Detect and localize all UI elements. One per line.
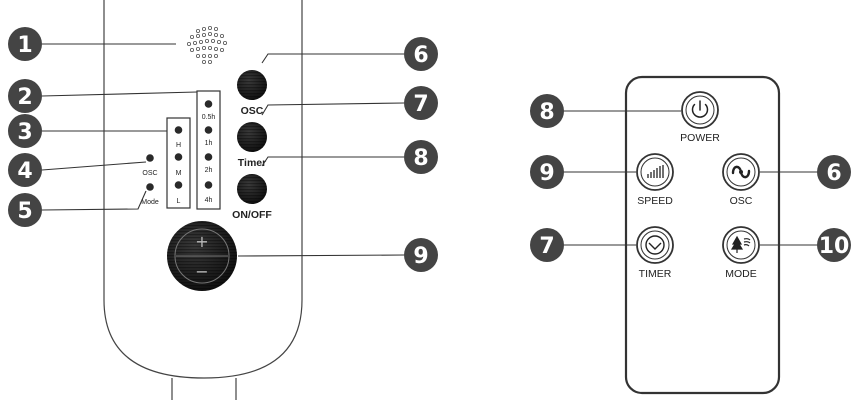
callout: 7: [404, 86, 438, 120]
panel-leader-lines: [41, 43, 405, 257]
remote-mode-button[interactable]: [722, 226, 760, 264]
callout: 7: [530, 228, 564, 262]
panel-stand: [171, 378, 237, 400]
dial-minus-label: −: [195, 262, 208, 281]
callout: 9: [530, 155, 564, 189]
callout: 6: [817, 155, 851, 189]
timer-led: [204, 126, 213, 134]
callout: 6: [404, 37, 438, 71]
callout: 4: [8, 153, 42, 187]
mode-tree-wind-icon: [730, 235, 751, 253]
mode-led-label: Mode: [141, 199, 159, 206]
speed-led-label: H: [176, 142, 181, 149]
svg-text:7: 7: [413, 92, 428, 117]
power-icon: [691, 100, 709, 118]
panel-timer-button-label: Timer: [238, 157, 266, 169]
osc-led-label: OSC: [142, 170, 157, 177]
panel-timer-button[interactable]: [237, 122, 267, 152]
speed-led-label: L: [177, 198, 181, 205]
remote-mode-label: MODE: [725, 268, 757, 280]
timer-led-label: 1h: [205, 140, 213, 147]
speed-bars-icon: [647, 165, 664, 178]
dial-plus-label: +: [195, 232, 208, 251]
mode-led: [146, 183, 154, 191]
remote-osc-button[interactable]: [722, 153, 760, 191]
callout: 8: [404, 140, 438, 174]
ir-receiver-icon: [186, 25, 227, 65]
svg-text:10: 10: [819, 234, 850, 259]
remote-speed-button[interactable]: [636, 153, 674, 191]
remote-osc-label: OSC: [730, 195, 753, 207]
remote-body: [624, 75, 781, 395]
svg-text:1: 1: [17, 33, 32, 58]
svg-text:8: 8: [413, 146, 428, 171]
svg-text:8: 8: [539, 100, 554, 125]
timer-led: [204, 181, 213, 189]
svg-text:9: 9: [413, 244, 428, 269]
remote-power-button[interactable]: [681, 91, 719, 129]
timer-led-group: 0.5h 1h 2h 4h: [196, 90, 221, 210]
speed-led-frame: [166, 117, 191, 209]
speed-led-group: H M L: [166, 117, 191, 209]
control-panel: 0.5h 1h 2h 4h H M L OSC Mode OSC: [103, 0, 303, 400]
speed-led: [174, 153, 183, 161]
panel-onoff-button-label: ON/OFF: [232, 209, 272, 221]
panel-osc-button-label: OSC: [241, 105, 264, 117]
remote-power-label: POWER: [680, 132, 720, 144]
panel-outline: [103, 0, 303, 379]
svg-text:5: 5: [17, 199, 32, 224]
timer-led: [204, 100, 213, 108]
callout: 3: [8, 114, 42, 148]
svg-text:6: 6: [826, 161, 841, 186]
timer-led-frame: [196, 90, 221, 210]
svg-text:9: 9: [539, 161, 554, 186]
timer-led-label: 4h: [205, 197, 213, 204]
callout: 2: [8, 79, 42, 113]
callout: 9: [404, 238, 438, 272]
svg-text:7: 7: [539, 234, 554, 259]
panel-onoff-button[interactable]: [237, 174, 267, 204]
callout: 1: [8, 27, 42, 61]
timer-led-label: 2h: [205, 167, 213, 174]
speed-led: [174, 181, 183, 189]
callout: 5: [8, 193, 42, 227]
speed-dial[interactable]: + −: [167, 221, 237, 291]
timer-icon: [645, 235, 665, 255]
callout: 8: [530, 94, 564, 128]
panel-osc-button[interactable]: [237, 70, 267, 100]
speed-led: [174, 126, 183, 134]
svg-text:2: 2: [17, 85, 32, 110]
remote-timer-button[interactable]: [636, 226, 674, 264]
timer-led-label: 0.5h: [202, 114, 216, 121]
timer-led: [204, 153, 213, 161]
oscillate-icon: [731, 165, 751, 179]
svg-text:3: 3: [17, 120, 32, 145]
svg-text:4: 4: [17, 159, 32, 184]
callout: 10: [817, 228, 851, 262]
svg-text:6: 6: [413, 43, 428, 68]
remote-control: POWER SPEED OSC: [624, 75, 781, 395]
remote-timer-label: TIMER: [639, 268, 672, 280]
speed-led-label: M: [176, 170, 182, 177]
remote-leader-lines: [563, 110, 818, 246]
osc-led: [146, 154, 154, 162]
remote-speed-label: SPEED: [637, 195, 673, 207]
